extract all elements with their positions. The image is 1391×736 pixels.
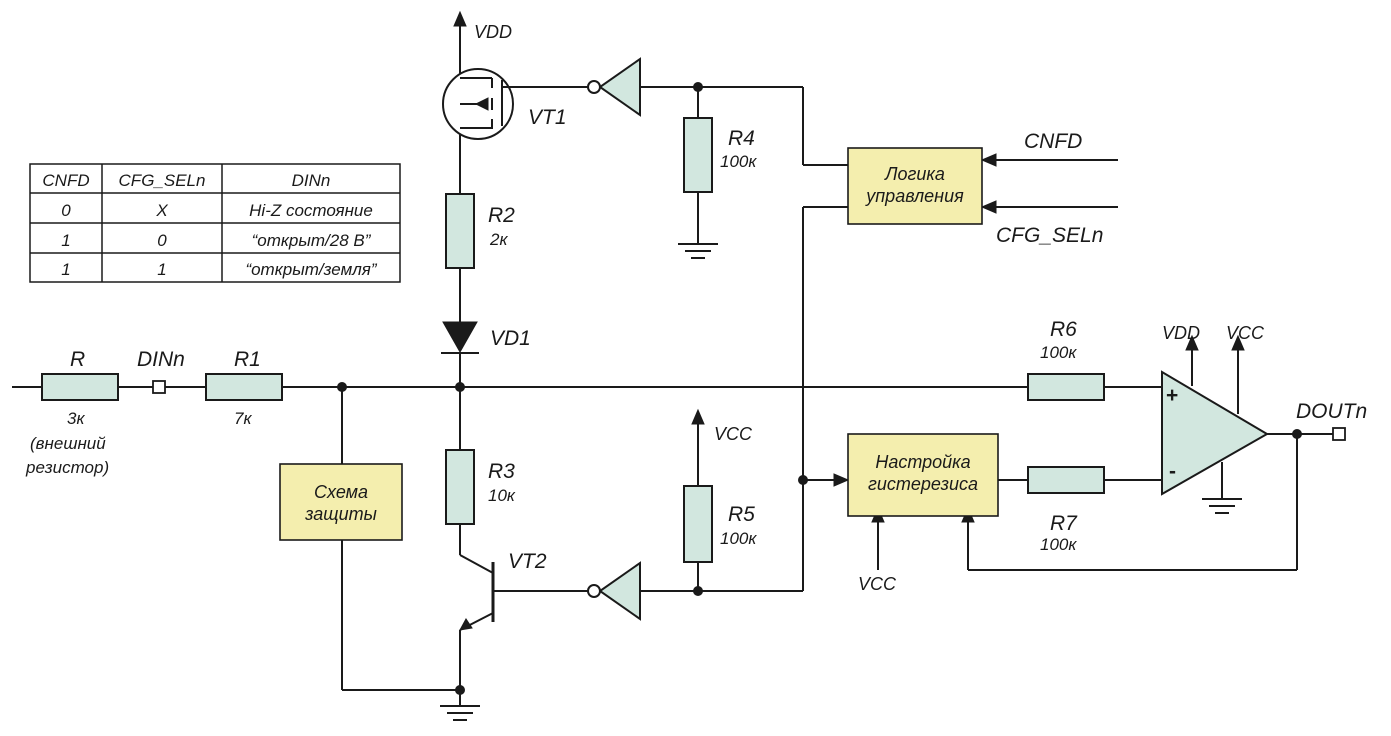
vcc-hyst-label: VCC [858, 574, 897, 594]
table-header-cfg: CFG_SELn [119, 171, 206, 190]
vcc-r5-arrow [691, 408, 705, 425]
table-header-din: DINn [292, 171, 331, 190]
r2-value: 2к [489, 230, 508, 249]
r6-label: R6 [1050, 318, 1077, 341]
r7-value: 100к [1040, 535, 1077, 554]
logic-block-line2: управления [864, 186, 964, 206]
dout-pad [1332, 427, 1346, 441]
cnfd-input-label: CNFD [1024, 130, 1082, 153]
resistor-r3 [445, 449, 475, 525]
ground-vt2 [440, 705, 480, 721]
table-cell: Hi-Z состояние [249, 201, 373, 220]
truth-table: CNFD CFG_SELn DINn 0 X Hi-Z состояние 1 … [29, 163, 401, 283]
vt1-label: VT1 [528, 106, 567, 129]
table-cell: 1 [61, 260, 70, 279]
cfg-input-label: CFG_SELn [996, 224, 1103, 247]
vdd-top-arrow [453, 10, 467, 27]
logic-block-line1: Логика [884, 164, 945, 184]
table-cell: 0 [157, 231, 167, 250]
table-cell: “открыт/28 В” [252, 231, 372, 250]
opamp-vdd-arrow [1185, 334, 1199, 351]
logic-block [847, 147, 983, 225]
buffer-vt2 [587, 561, 641, 621]
vd1-label: VD1 [490, 327, 531, 350]
r-note-line1: (внешний [30, 434, 106, 453]
opamp-minus: - [1169, 460, 1176, 483]
table-cell: X [155, 201, 168, 220]
prot-block-line1: Схема [314, 482, 368, 502]
table-header-cnfd: CNFD [42, 171, 89, 190]
resistor-r7 [1027, 466, 1105, 494]
cfg-arrow [980, 200, 997, 214]
opamp [1161, 370, 1269, 496]
opamp-vdd-label: VDD [1162, 323, 1200, 343]
hysteresis-block [847, 433, 999, 517]
vt1-mosfet [442, 68, 514, 140]
hyst-in-arrow [833, 473, 850, 487]
din-pad [152, 380, 166, 394]
r3-value: 10к [488, 486, 516, 505]
opamp-plus: + [1166, 384, 1178, 407]
table-cell: 1 [61, 231, 70, 250]
resistor-r4 [683, 117, 713, 193]
resistor-r2 [445, 193, 475, 269]
vd1-diode [441, 321, 479, 354]
r1-value: 7к [234, 409, 252, 428]
table-cell: 1 [157, 260, 166, 279]
buffer-vt1 [587, 57, 641, 117]
resistor-r5 [683, 485, 713, 563]
r2-label: R2 [488, 204, 515, 227]
r-note-line2: резистор) [25, 458, 109, 477]
resistor-r1 [205, 373, 283, 401]
r4-label: R4 [728, 127, 755, 150]
hyst-block-line2: гистерезиса [868, 474, 978, 494]
r4-value: 100к [720, 152, 757, 171]
table-cell: 0 [61, 201, 71, 220]
opamp-vcc-arrow [1231, 334, 1245, 351]
r7-label: R7 [1050, 512, 1078, 535]
r1-label: R1 [234, 348, 261, 371]
wires [12, 22, 1333, 705]
hyst-block-line1: Настройка [875, 452, 970, 472]
opamp-vcc-label: VCC [1226, 323, 1265, 343]
vt2-label: VT2 [508, 550, 547, 573]
prot-block-line2: защиты [304, 504, 377, 524]
r-label: R [70, 348, 85, 371]
cnfd-arrow [980, 153, 997, 167]
vt2-bjt [459, 562, 495, 631]
ground-r4 [678, 243, 718, 259]
din-label: DINn [137, 348, 185, 371]
vdd-top-label: VDD [474, 22, 512, 42]
r-value: 3к [67, 409, 85, 428]
resistor-r [41, 373, 119, 401]
ground-opamp [1202, 498, 1242, 514]
supply-arrows [453, 10, 1245, 523]
dout-label: DOUTn [1296, 400, 1367, 423]
protection-block [279, 463, 403, 541]
r3-label: R3 [488, 460, 515, 483]
resistor-r6 [1027, 373, 1105, 401]
r5-value: 100к [720, 529, 757, 548]
junctions [337, 82, 1302, 695]
r5-label: R5 [728, 503, 755, 526]
table-cell: “открыт/земля” [245, 260, 377, 279]
r6-value: 100к [1040, 343, 1077, 362]
vcc-r5-label: VCC [714, 424, 753, 444]
